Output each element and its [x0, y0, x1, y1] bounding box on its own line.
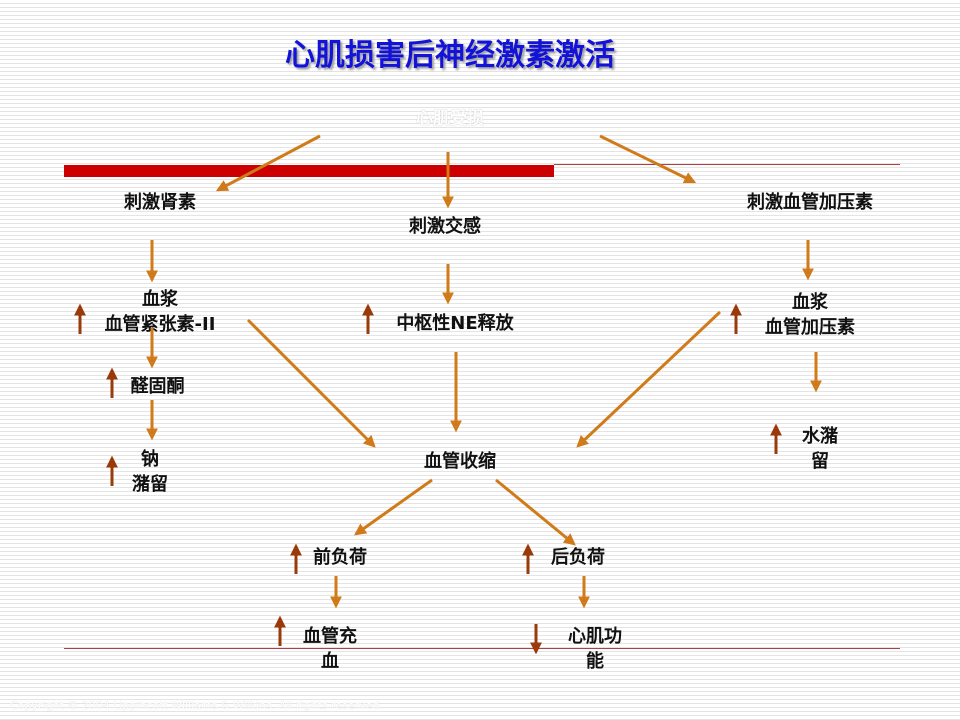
node-water-line1: 水潴: [802, 426, 838, 447]
node-plasma-angiotensin-line1: 血浆: [142, 289, 178, 310]
node-central-ne: 中枢性NE释放: [396, 313, 514, 334]
node-plasma-angiotensin-line2: 血管紧张素-II: [104, 314, 216, 335]
arrow-source-to-vasopressin: [599, 134, 697, 184]
node-congestion-line2: 血: [321, 651, 339, 672]
node-plasma-vasopressin-line2: 血管加压素: [765, 317, 855, 338]
center-label: 心肌受损: [416, 109, 484, 129]
node-stim-sympathetic: 刺激交感: [409, 216, 481, 237]
node-vascular-congestion: 血管充 血: [290, 624, 370, 674]
slide-title: 心肌损害后神经激素激活: [285, 38, 615, 73]
arrow-angiotensin-to-vasoconstriction: [246, 318, 376, 448]
node-water-line2: 留: [811, 451, 829, 472]
node-sodium-line2: 潴留: [132, 474, 168, 495]
node-cardiac-line1: 心肌功: [568, 626, 622, 647]
red-bar: [64, 165, 554, 177]
node-aldosterone: 醛固酮: [130, 376, 185, 397]
arrow-vasoconstriction-to-preload: [354, 478, 433, 536]
arrow-vasoconstriction-to-afterload: [495, 478, 576, 546]
node-vasoconstriction: 血管收缩: [424, 451, 496, 472]
node-cardiac-function: 心肌功 能: [555, 624, 635, 674]
node-sodium-retention: 钠 潴留: [110, 447, 190, 497]
node-plasma-angiotensin: 血浆 血管紧张素-II: [80, 287, 240, 337]
node-plasma-vasopressin: 血浆 血管加压素: [735, 290, 885, 340]
footer-rule: [64, 648, 900, 649]
node-water-retention: 水潴 留: [785, 424, 855, 474]
arrow-source-to-renin: [215, 134, 321, 192]
node-plasma-vasopressin-line1: 血浆: [792, 292, 828, 313]
node-stim-vasopressin: 刺激血管加压素: [747, 192, 873, 213]
footer-copyright: Copyright © 2004 Lippincott Williams & W…: [10, 699, 383, 712]
node-sodium-line1: 钠: [141, 449, 159, 470]
node-stim-renin: 刺激肾素: [124, 192, 196, 213]
node-congestion-line1: 血管充: [303, 626, 357, 647]
node-preload: 前负荷: [313, 547, 367, 568]
arrow-vasopressin-to-vasoconstriction: [576, 310, 722, 448]
node-cardiac-line2: 能: [586, 651, 604, 672]
node-afterload: 后负荷: [551, 547, 605, 568]
header-rule: [554, 164, 900, 165]
